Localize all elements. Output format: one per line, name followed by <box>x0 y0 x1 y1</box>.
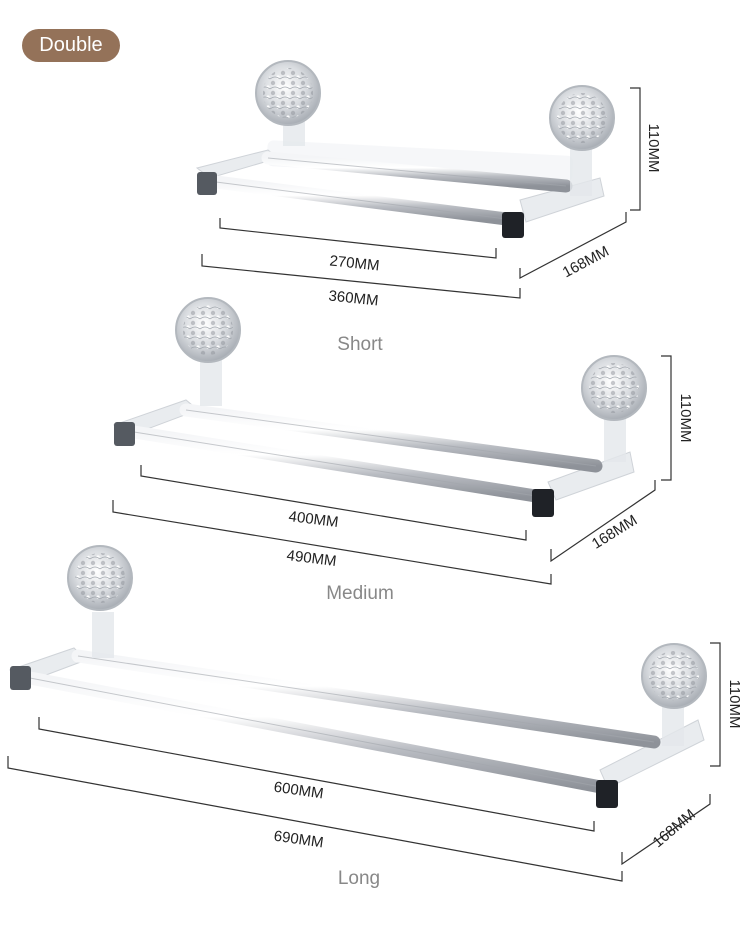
end-cap-icon <box>197 172 217 195</box>
depth-label: 168MM <box>649 806 698 851</box>
suction-cup-icon <box>175 297 241 363</box>
rack-medium: 400MM 490MM 168MM 110MM Medium <box>112 297 694 604</box>
suction-cup-icon <box>67 545 133 611</box>
overall-length-label: 490MM <box>286 547 338 570</box>
depth-label: 168MM <box>560 243 612 281</box>
type-badge: Double <box>22 29 120 62</box>
height-label: 110MM <box>726 680 743 729</box>
size-caption: Medium <box>326 583 394 604</box>
overall-length-label: 690MM <box>273 828 325 852</box>
rack-short: 270MM 360MM 168MM 110MM Short <box>195 60 662 355</box>
height-label: 110MM <box>677 394 694 443</box>
overall-length-label: 360MM <box>328 287 380 309</box>
suction-cup-icon <box>255 60 321 126</box>
suction-cup-icon <box>581 355 647 421</box>
end-cap-icon <box>10 666 31 690</box>
rack-long: 600MM 690MM 168MM 110MM Long <box>7 545 743 889</box>
end-cap-icon <box>596 780 618 808</box>
bar-length-label: 400MM <box>288 508 340 531</box>
suction-cup-icon <box>549 85 615 151</box>
suction-cup-icon <box>641 643 707 709</box>
bar-length-label: 270MM <box>329 252 381 274</box>
end-cap-icon <box>114 422 135 446</box>
height-label: 110MM <box>645 124 662 173</box>
end-cap-icon <box>532 489 554 517</box>
bar-length-label: 600MM <box>273 779 325 803</box>
end-cap-icon <box>502 212 524 238</box>
size-caption: Short <box>337 334 383 355</box>
size-caption: Long <box>338 868 380 889</box>
